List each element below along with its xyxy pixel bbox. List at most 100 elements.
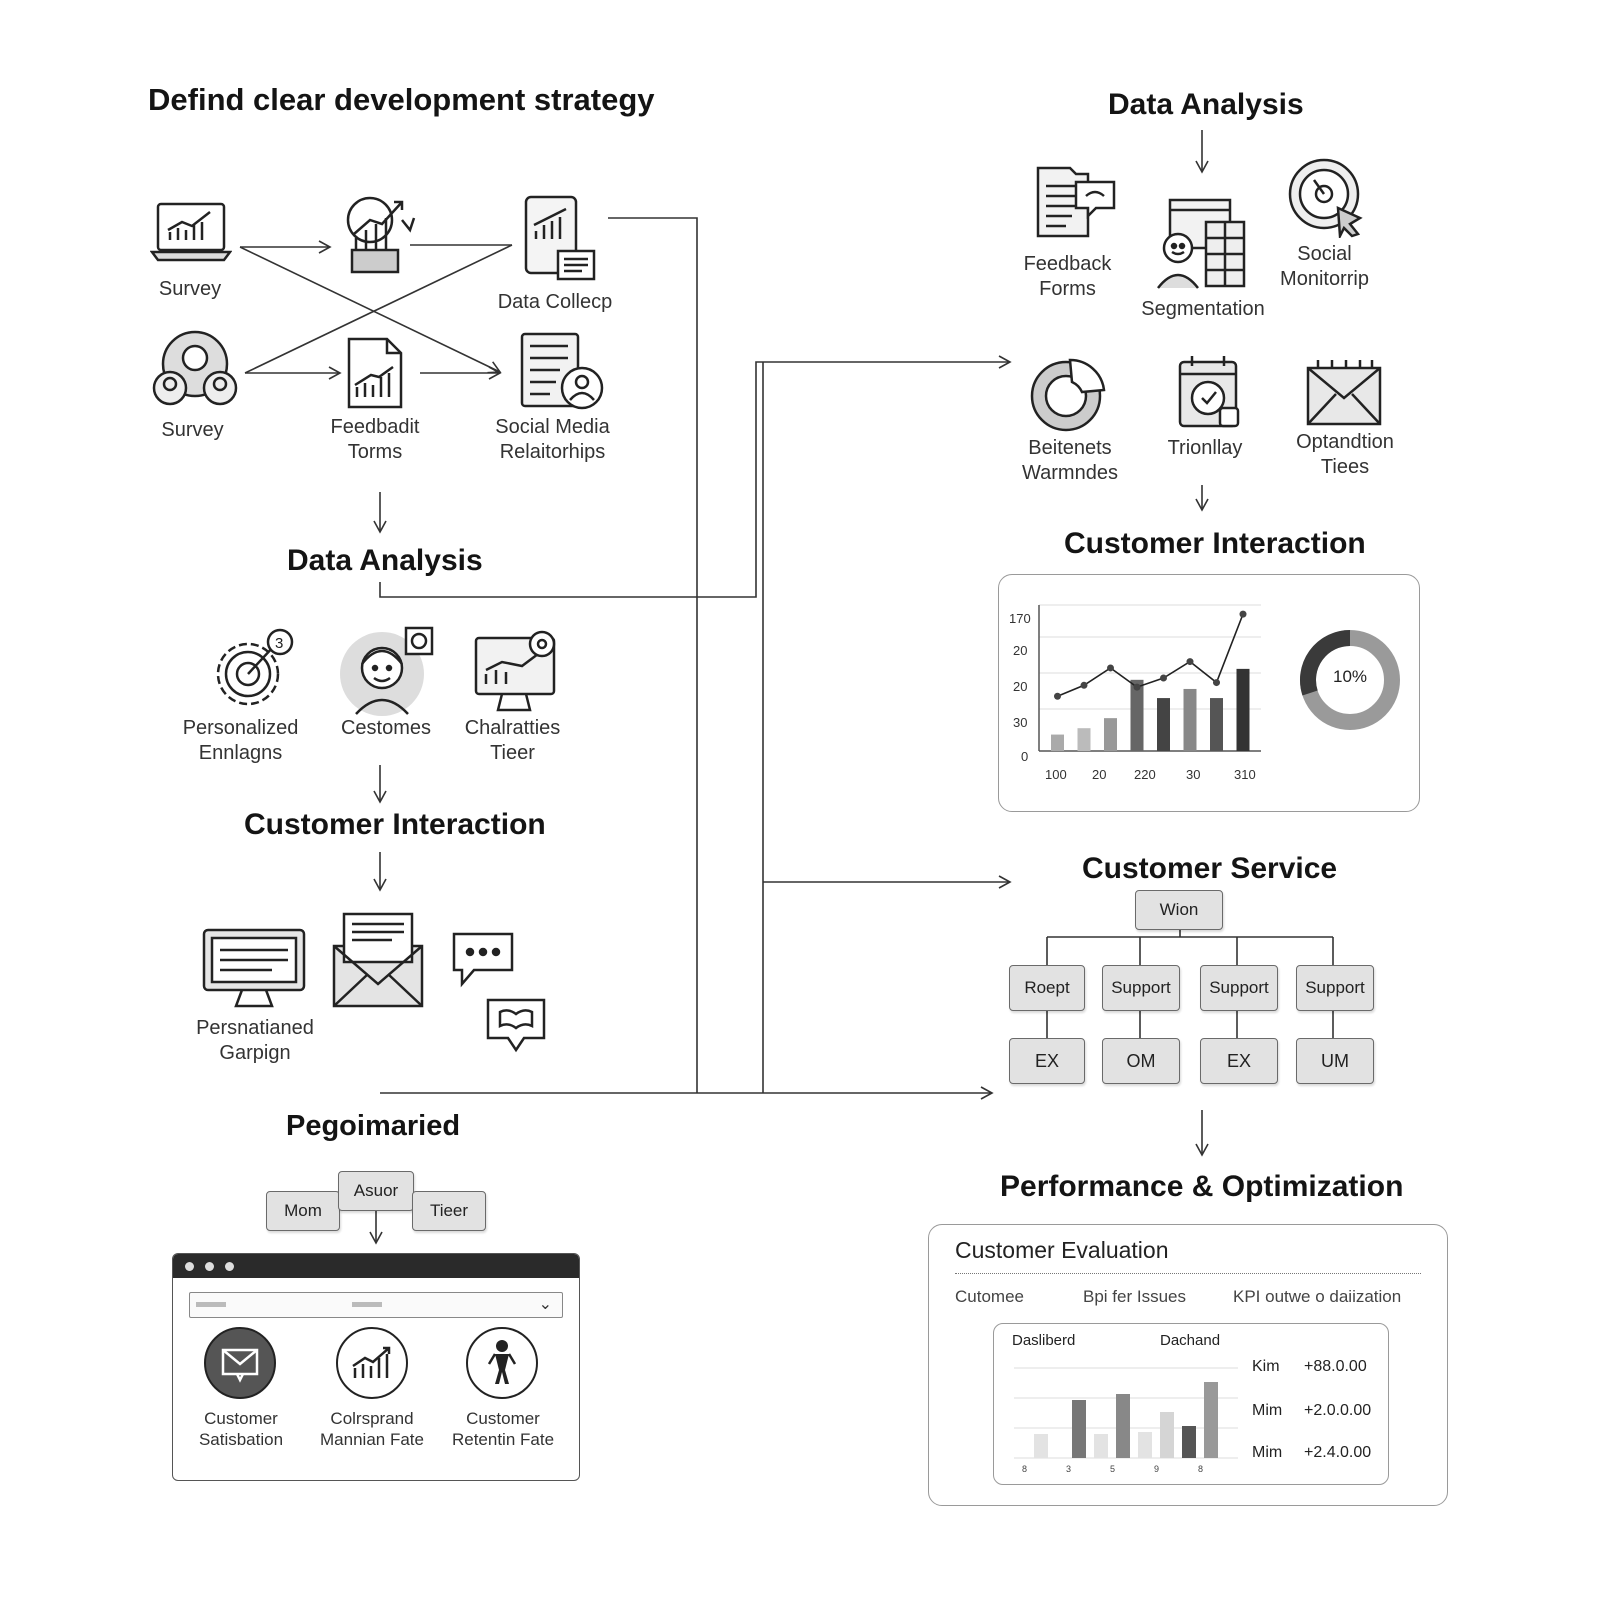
tab-tieer[interactable]: Tieer <box>412 1191 486 1231</box>
user-group-icon <box>150 330 240 414</box>
x-tick: 100 <box>1045 767 1067 782</box>
tablet-report-icon <box>522 195 598 281</box>
chart-point <box>1133 683 1141 691</box>
kpi-name: Mim <box>1252 1402 1283 1419</box>
org-node-mid[interactable]: Support <box>1200 965 1278 1011</box>
customer-service-heading: Customer Service <box>1082 852 1338 885</box>
kpi-value: +2.4.0.00 <box>1304 1444 1372 1461</box>
dashboard-bars <box>1014 1367 1238 1459</box>
y-tick: 170 <box>1009 611 1031 626</box>
chart-bar <box>1236 668 1250 751</box>
org-node-top[interactable]: Wion <box>1135 890 1223 930</box>
customer-avatar-icon <box>336 626 436 718</box>
org-node-mid[interactable]: Support <box>1102 965 1180 1011</box>
chart-point <box>1213 679 1220 687</box>
org-node-bottom[interactable]: EX <box>1009 1038 1085 1084</box>
donut-label: 10% <box>1332 667 1368 686</box>
window-item-label-2: Colrsprand Mannian Fate <box>320 1409 424 1449</box>
x-tick: 20 <box>1092 767 1107 782</box>
window-dot-1[interactable] <box>185 1262 194 1271</box>
window-select[interactable]: ⌄ <box>189 1292 563 1318</box>
dash-x-tick: 8 <box>1198 1464 1204 1474</box>
tab-mom[interactable]: Mom <box>266 1191 340 1231</box>
dash-bar <box>1160 1412 1174 1458</box>
data-collection-label: Data Collecp <box>497 291 613 313</box>
monitor-chart-icon <box>472 630 562 718</box>
personalized-label: Personalized Ennlagns <box>182 717 299 764</box>
y-tick: 0 <box>1021 749 1029 764</box>
bar-line-chart <box>1038 604 1261 752</box>
x-tick: 310 <box>1234 767 1256 782</box>
donut-arc <box>1300 630 1351 696</box>
dash-x-tick: 8 <box>1022 1464 1028 1474</box>
pie-chart-icon <box>1030 356 1106 432</box>
chart-point <box>1080 681 1088 689</box>
social-media-label: Social Media Relaitorhips <box>495 416 610 463</box>
chart-point <box>1239 610 1247 618</box>
customer-interaction-heading-left: Customer Interaction <box>244 808 546 841</box>
chevron-down-icon: ⌄ <box>538 1296 552 1313</box>
strategy-title: Defind clear development strategy <box>148 82 655 117</box>
chart-bar <box>1210 698 1223 751</box>
chart-point <box>1054 692 1061 700</box>
dash-x-tick: 5 <box>1110 1464 1116 1474</box>
dashboard-label-2: Dachand <box>1160 1332 1221 1349</box>
org-node-bottom[interactable]: OM <box>1102 1038 1180 1084</box>
dash-bar <box>1138 1432 1152 1458</box>
app-window: ⌄ Customer Satisbation Colrsprand Mannia… <box>172 1253 580 1481</box>
svg-text:3: 3 <box>275 635 283 652</box>
window-dot-2[interactable] <box>205 1262 214 1271</box>
chart-point <box>1186 658 1194 666</box>
person-icon[interactable] <box>465 1326 539 1400</box>
eval-column-3: KPI outwe o daiization <box>1233 1287 1402 1306</box>
chat-bubble-icon <box>450 930 516 988</box>
campaign-label: Persnatianed Garpign <box>196 1017 314 1064</box>
org-node-mid[interactable]: Roept <box>1009 965 1085 1011</box>
dashboard-panel: Dasliberd Dachand 8 3 5 9 8 Kim +88.0.00… <box>993 1323 1389 1485</box>
org-node-mid[interactable]: Support <box>1296 965 1374 1011</box>
chart-bar <box>1077 728 1091 751</box>
laptop-chart-icon <box>150 200 232 266</box>
mail-calendar-icon <box>1306 358 1382 426</box>
org-node-bottom[interactable]: UM <box>1296 1038 1374 1084</box>
feedback-forms-label-right: Feedback Forms <box>1023 253 1112 300</box>
gear-target-icon: 3 <box>208 628 296 712</box>
donut-chart <box>1300 630 1400 730</box>
x-tick: 30 <box>1186 767 1201 782</box>
x-tick: 220 <box>1134 767 1156 782</box>
chart-circle-icon[interactable] <box>335 1326 409 1400</box>
chart-point <box>1160 674 1167 682</box>
org-node-bottom[interactable]: EX <box>1200 1038 1278 1084</box>
select-placeholder-bar <box>196 1302 226 1307</box>
dash-bar <box>1182 1426 1196 1458</box>
satisfaction-icon[interactable] <box>203 1326 277 1400</box>
window-titlebar <box>173 1254 579 1278</box>
checklist-user-icon <box>520 332 605 414</box>
dash-x-tick: 9 <box>1154 1464 1160 1474</box>
desktop-screen-icon <box>202 926 306 1012</box>
optandtion-label: Optandtion Tiees <box>1296 431 1394 478</box>
chart-bar <box>1051 734 1064 751</box>
select-placeholder-bar-2 <box>352 1302 382 1307</box>
y-tick: 20 <box>1013 679 1028 694</box>
tab-asuor[interactable]: Asuor <box>338 1171 414 1211</box>
pegoimaried-heading: Pegoimaried <box>286 1110 461 1142</box>
survey-label-1: Survey <box>158 278 222 300</box>
kpi-value: +88.0.00 <box>1304 1358 1367 1375</box>
feedback-forms-icon <box>1036 166 1116 240</box>
document-chart-icon <box>345 337 405 409</box>
customer-interaction-heading-right: Customer Interaction <box>1064 527 1366 560</box>
dash-bar <box>1116 1394 1130 1458</box>
chart-bar <box>1130 679 1144 751</box>
kpi-name: Mim <box>1252 1444 1283 1461</box>
segmentation-label: Segmentation <box>1141 298 1265 320</box>
data-analysis-heading-left: Data Analysis <box>287 544 483 577</box>
y-tick: 30 <box>1013 715 1028 730</box>
kpi-value: +2.0.0.00 <box>1304 1402 1372 1419</box>
envelope-icon <box>332 910 424 1010</box>
growth-chart-icon <box>340 190 420 280</box>
dashboard-label-1: Dasliberd <box>1012 1332 1076 1349</box>
book-message-icon <box>484 996 548 1056</box>
window-dot-3[interactable] <box>225 1262 234 1271</box>
